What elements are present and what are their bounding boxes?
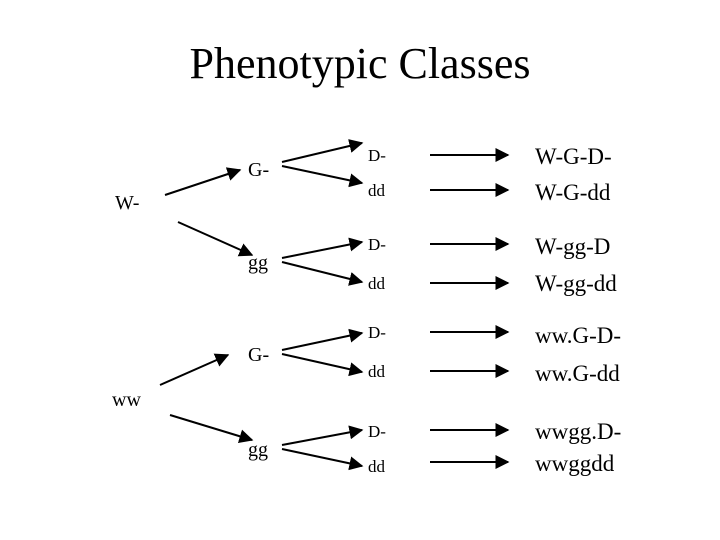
leaf-label: D- [368,235,386,254]
result-label: ww.G-dd [535,361,620,386]
leaf-label: dd [368,274,385,293]
arrow-b3-dd [281,353,364,377]
arrow-b1-d [281,139,364,163]
result-label: W-gg-D [535,234,611,259]
arrow-b3-d [281,328,364,351]
branch-label: G- [248,344,270,366]
branch-label: gg [248,439,268,461]
leaf-label: D- [368,323,386,342]
page-title: Phenotypic Classes [189,39,531,88]
arrow-w-to-gg [177,221,254,257]
arrow-b2-d [281,237,364,259]
root-label-w: W- [115,192,140,214]
arrow-b2-dd [281,261,364,286]
branch-label: gg [248,252,268,274]
branch-label: G- [248,159,270,181]
result-label: W-G-D- [535,144,612,169]
result-label: ww.G-D- [535,323,622,348]
root-label-ww: ww [112,389,141,411]
arrow-w-to-g [164,167,242,196]
leaf-label: dd [368,457,385,476]
result-label: W-G-dd [535,180,611,205]
result-label: wwggdd [535,451,615,476]
result-label: wwgg.D- [535,419,622,444]
arrow-ww-to-g [159,353,230,386]
arrow-b4-dd [281,448,364,471]
leaf-label: dd [368,362,385,381]
arrow-b1-dd [281,165,364,188]
leaf-label: D- [368,422,386,441]
arrow-ww-to-gg [169,414,254,444]
result-label: W-gg-dd [535,271,617,296]
arrow-b4-d [281,425,364,446]
leaf-label: dd [368,181,385,200]
leaf-label: D- [368,146,386,165]
